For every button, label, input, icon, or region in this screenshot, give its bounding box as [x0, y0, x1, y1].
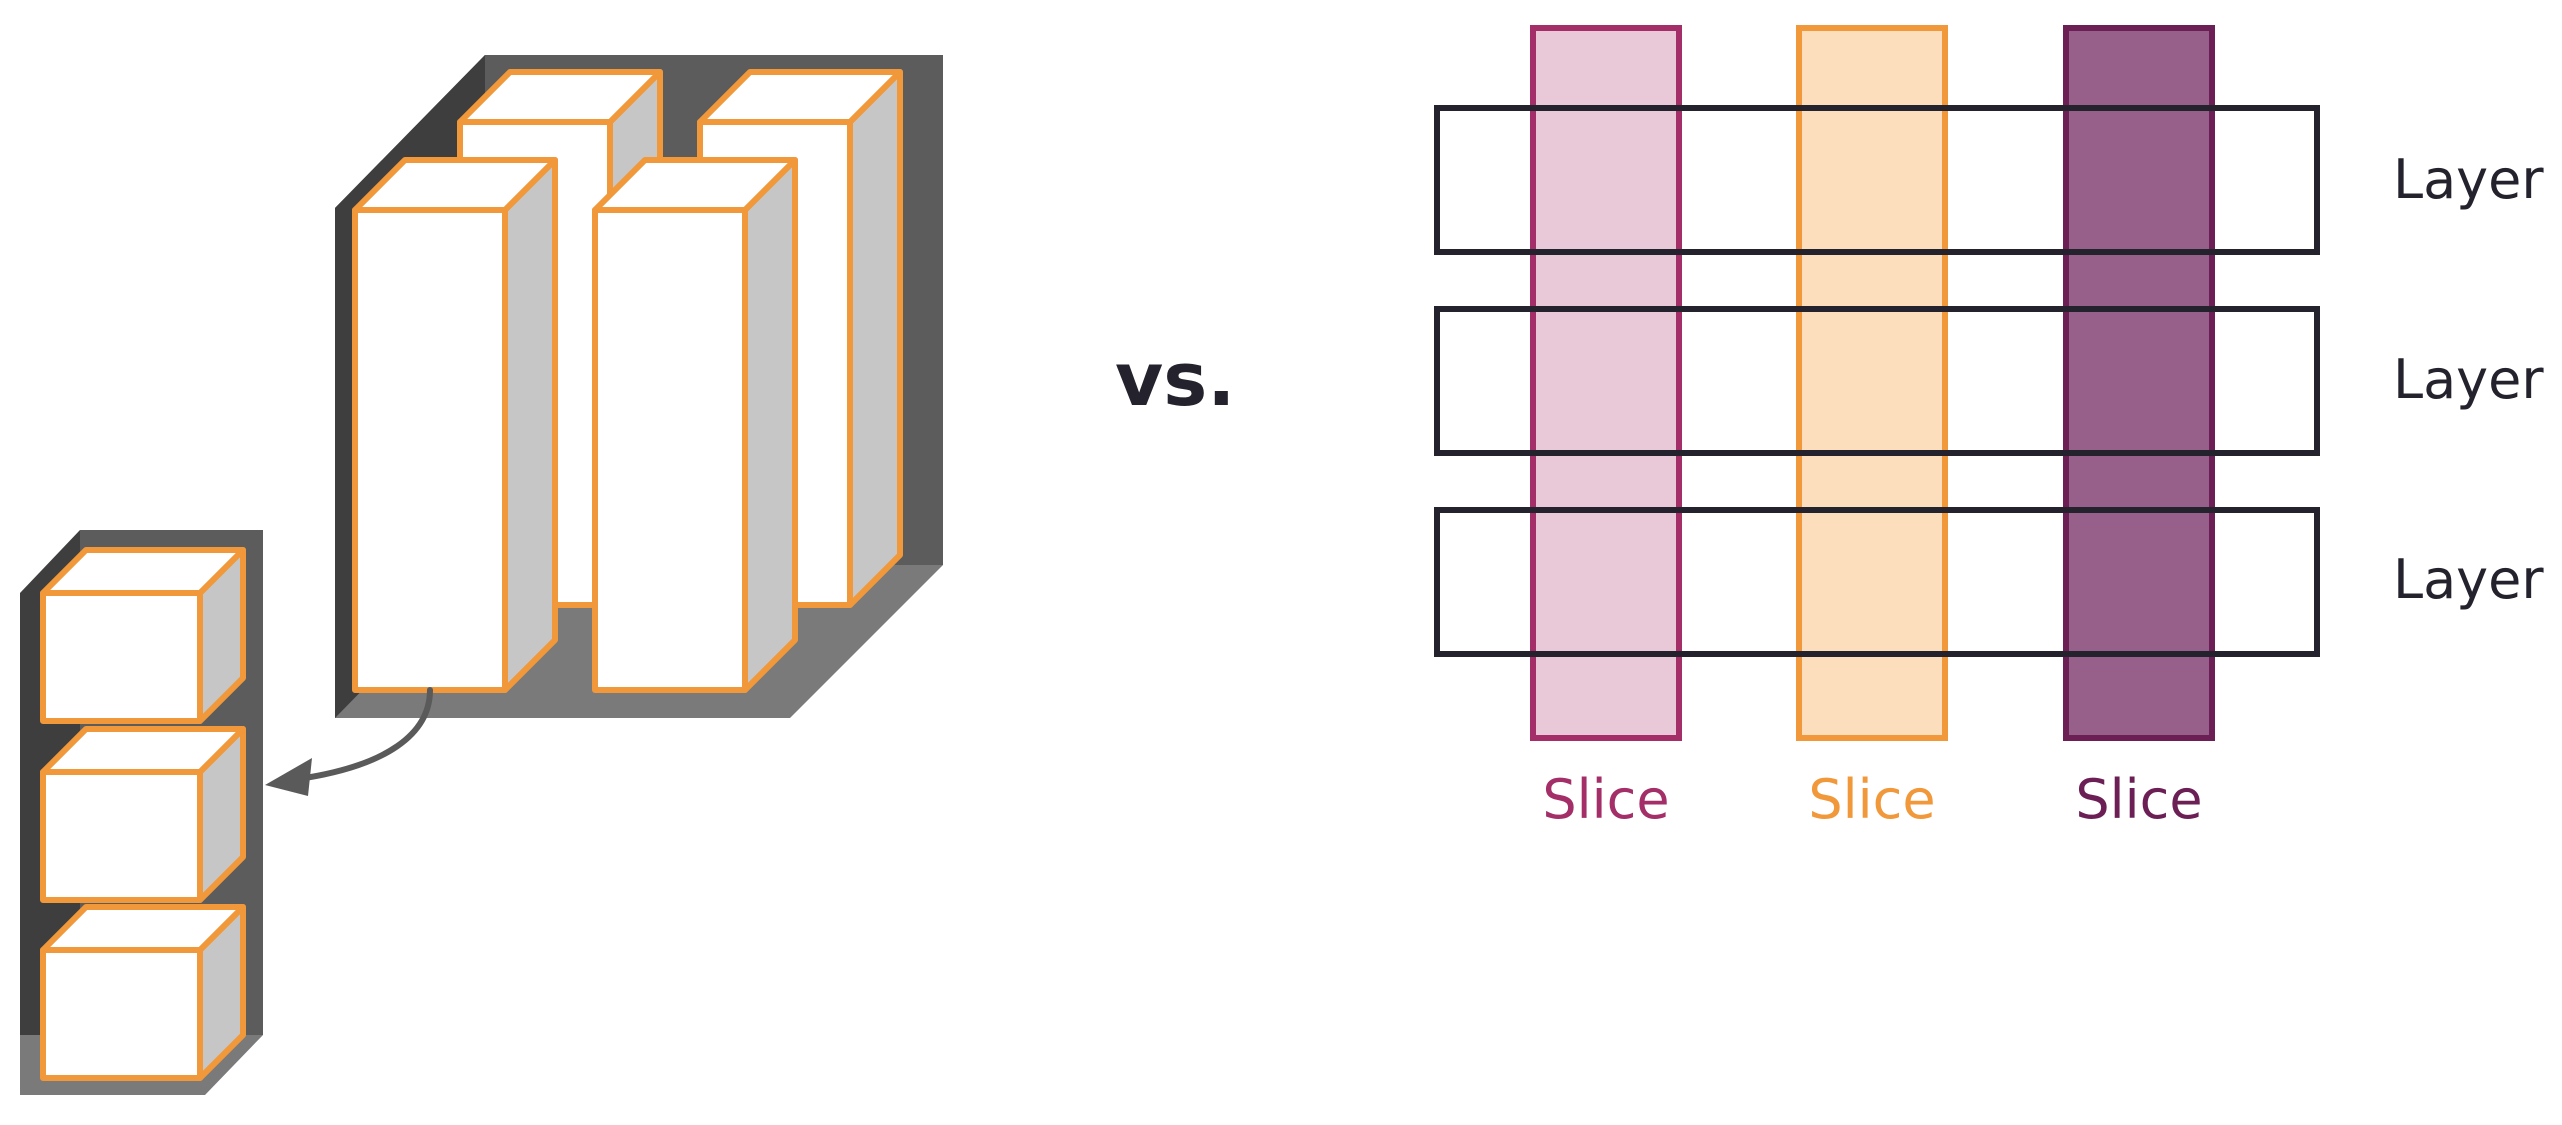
column-front-left	[352, 157, 558, 693]
curved-arrow-icon	[265, 687, 433, 796]
layer-row-1	[1434, 105, 2320, 255]
stack-cube-2	[40, 726, 246, 903]
slice-bar-2	[1796, 25, 1948, 741]
vs-label: vs.	[1115, 337, 1235, 423]
column-front-right	[592, 157, 798, 693]
layer-label-1: Layer	[2393, 148, 2544, 211]
layer-label-2: Layer	[2393, 348, 2544, 411]
small-container	[20, 530, 263, 1095]
stack-cube-3	[40, 904, 246, 1081]
layer-label-3: Layer	[2393, 548, 2544, 611]
slice-bar-3	[2063, 25, 2215, 741]
stack-cube-1	[40, 547, 246, 724]
slice-label-2: Slice	[1808, 768, 1935, 831]
layer-row-3	[1434, 507, 2320, 657]
slice-bar-1	[1530, 25, 1682, 741]
layer-slice-grid: Layer Layer Layer Slice Slice Slice	[1434, 25, 2544, 831]
slice-label-3: Slice	[2075, 768, 2202, 831]
slice-label-1: Slice	[1542, 768, 1669, 831]
layer-row-2	[1434, 306, 2320, 456]
big-container	[335, 55, 943, 718]
